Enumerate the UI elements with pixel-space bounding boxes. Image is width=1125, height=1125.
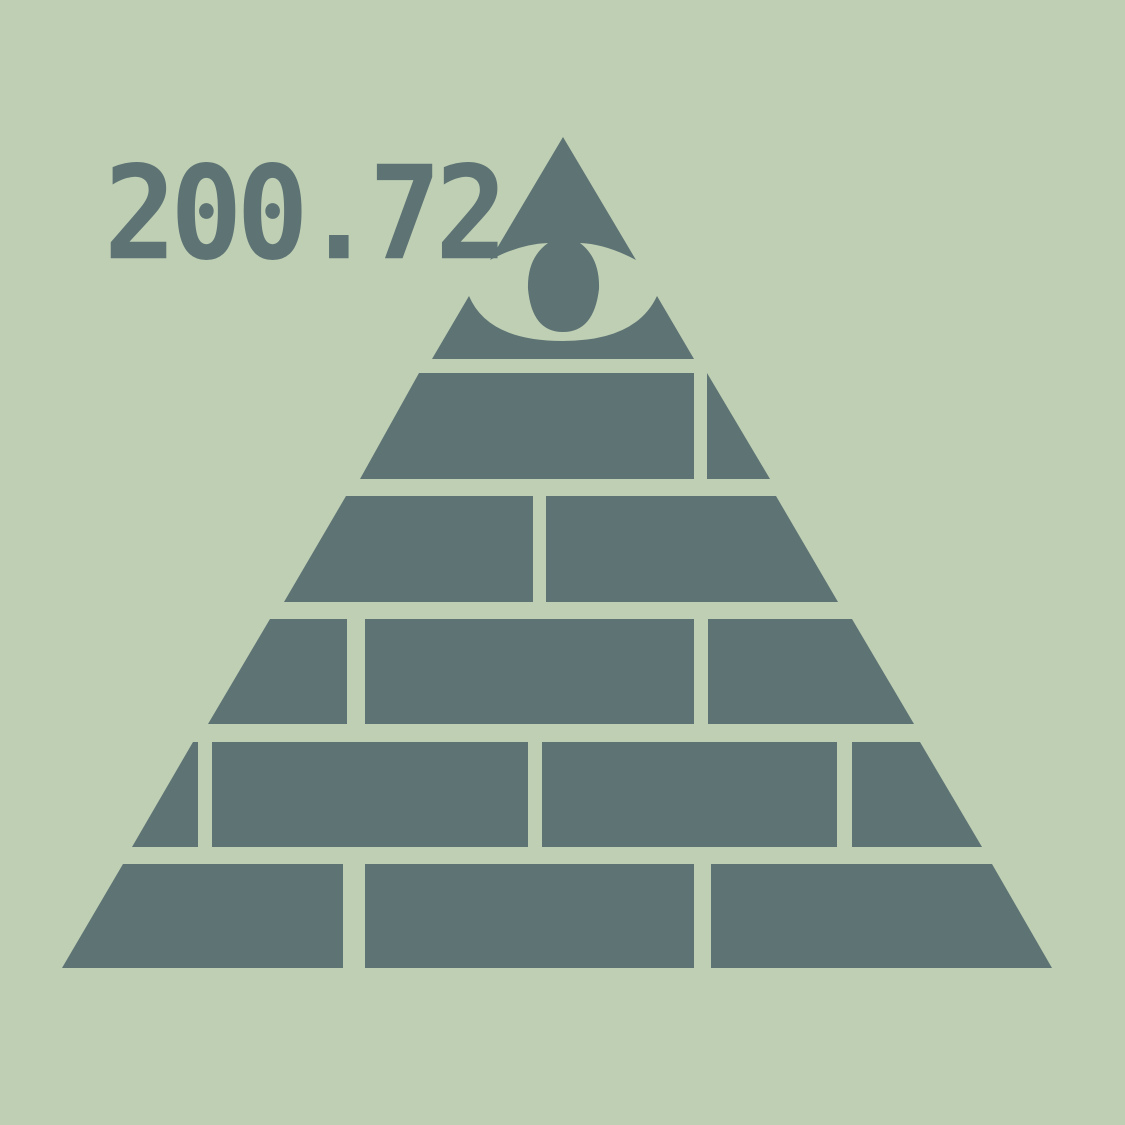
pyramid-block	[852, 742, 982, 847]
pyramid-block	[62, 864, 343, 968]
pyramid-block	[708, 619, 914, 724]
pyramid-block	[212, 742, 528, 847]
pyramid-block	[711, 864, 1052, 968]
pyramid-block	[546, 496, 838, 602]
pyramid-block	[542, 742, 837, 847]
pyramid-block	[365, 619, 694, 724]
pyramid-block	[208, 619, 347, 724]
pyramid-block	[132, 742, 198, 847]
capstone-lower-left	[432, 296, 694, 359]
pyramid-block	[365, 864, 694, 968]
pyramid-capstone	[490, 137, 636, 332]
pyramid-block	[360, 373, 694, 479]
pyramid-block	[284, 496, 533, 602]
pyramid-block	[707, 373, 770, 479]
